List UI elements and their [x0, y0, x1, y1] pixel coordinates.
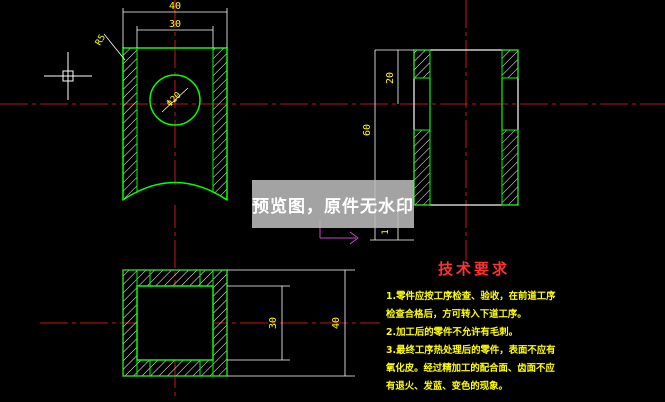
through-hole	[149, 74, 201, 126]
note-line: 3.最终工序热处理后的零件，表面不应有	[386, 345, 556, 356]
note-line: 检查合格后，方可转入下道工序。	[386, 309, 527, 320]
technical-requirements-notes: 1.零件应按工序检查、验收，在前道工序 检查合格后，方可转入下道工序。 2.加工…	[386, 288, 661, 396]
front-view	[122, 47, 228, 205]
watermark-label: 预览图，原件无水印	[252, 180, 414, 228]
dim-side-20: 20	[385, 72, 396, 84]
crosshair-cursor-icon[interactable]	[44, 52, 92, 100]
dim-bottom-40: 40	[331, 317, 342, 329]
bottom-view-dimensions	[227, 269, 355, 377]
dim-radius: R5	[94, 33, 108, 47]
note-line: 2.加工后的零件不允许有毛刺。	[386, 327, 518, 338]
dim-width-inner: 30	[169, 19, 181, 30]
note-line: 氧化皮。经过精加工的配合面、齿面不应	[386, 363, 555, 374]
technical-requirements-title: 技术要求	[438, 260, 511, 278]
dim-side-1: 1	[381, 229, 391, 234]
note-line: 1.零件应按工序检查、验收，在前道工序	[386, 291, 556, 302]
dim-width-outer: 40	[169, 1, 181, 12]
front-view-dimensions	[103, 8, 228, 61]
bottom-view	[122, 269, 228, 377]
note-line: 有退火、发蓝、变色的现象。	[386, 381, 508, 392]
side-view	[413, 49, 519, 206]
dim-bottom-30: 30	[268, 317, 279, 329]
dim-side-60: 60	[362, 124, 373, 136]
